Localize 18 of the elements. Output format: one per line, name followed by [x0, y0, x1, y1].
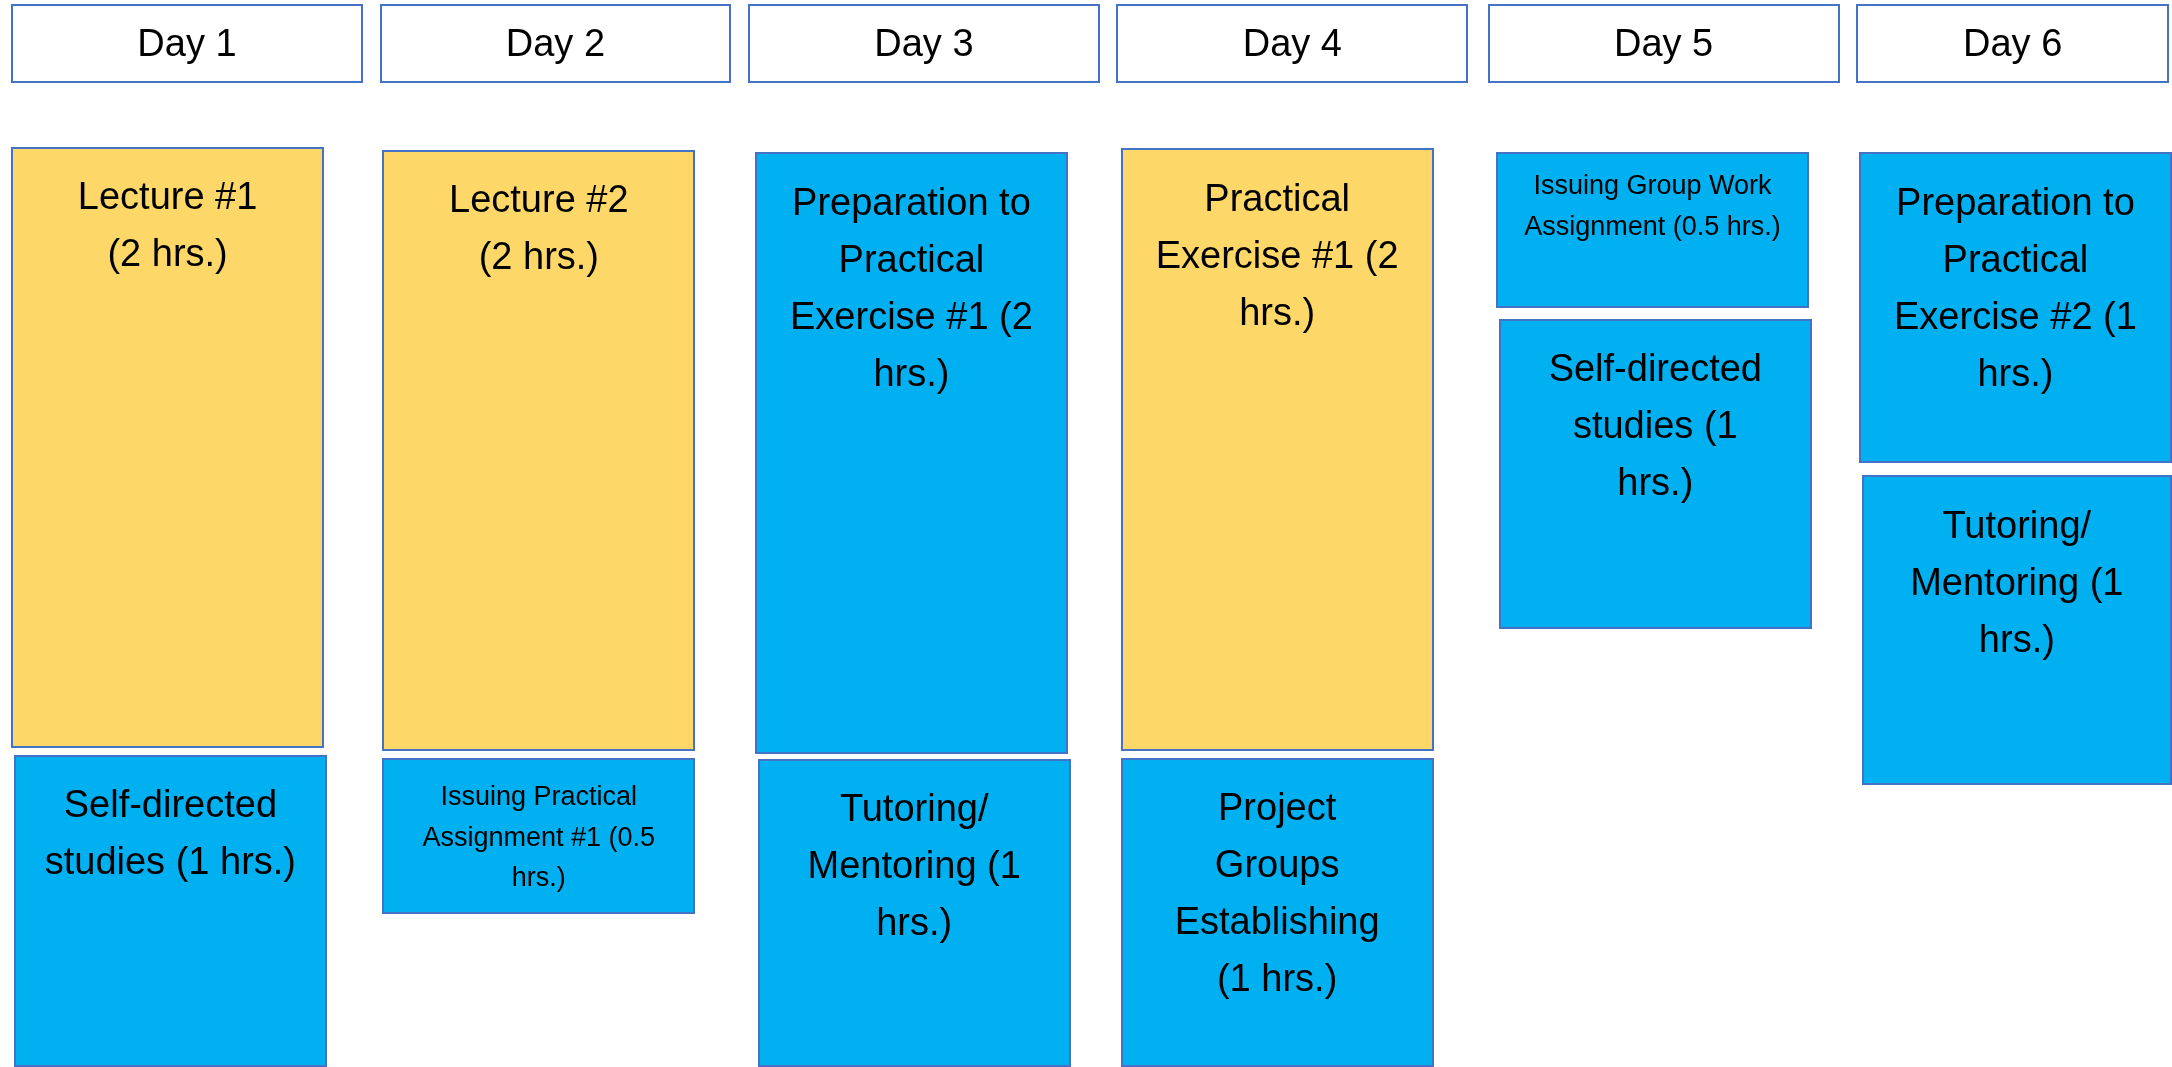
activity-block: Lecture #1 (2 hrs.): [11, 146, 325, 748]
activity-block: Issuing Group Work Assignment (0.5 hrs.): [1496, 152, 1810, 308]
day-header: Day 3: [748, 4, 1100, 84]
activity-block: Self-directed studies (1 hrs.): [1498, 318, 1812, 629]
day-header: Day 2: [379, 4, 732, 84]
activity-block: Self-directed studies (1 hrs.): [13, 754, 327, 1067]
activity-block: Preparation to Practical Exercise #2 (1 hrs.): [1858, 152, 2172, 463]
activity-block: Practical Exercise #1 (2 hrs.): [1120, 148, 1434, 751]
day-header: Day 4: [1116, 4, 1469, 84]
activity-block: Preparation to Practical Exercise #1 (2 hrs.): [754, 152, 1068, 754]
activity-block: Issuing Practical Assignment #1 (0.5 hrs.): [382, 757, 696, 915]
day-header: Day 1: [11, 4, 363, 84]
activity-block: Tutoring/ Mentoring (1 hrs.): [1861, 475, 2172, 786]
day-header: Day 6: [1856, 4, 2170, 84]
activity-block: Lecture #2 (2 hrs.): [382, 149, 696, 751]
activity-block: Tutoring/ Mentoring (1 hrs.): [757, 759, 1071, 1067]
activity-block: Project Groups Establishing (1 hrs.): [1120, 757, 1434, 1067]
day-header: Day 5: [1487, 4, 1840, 84]
